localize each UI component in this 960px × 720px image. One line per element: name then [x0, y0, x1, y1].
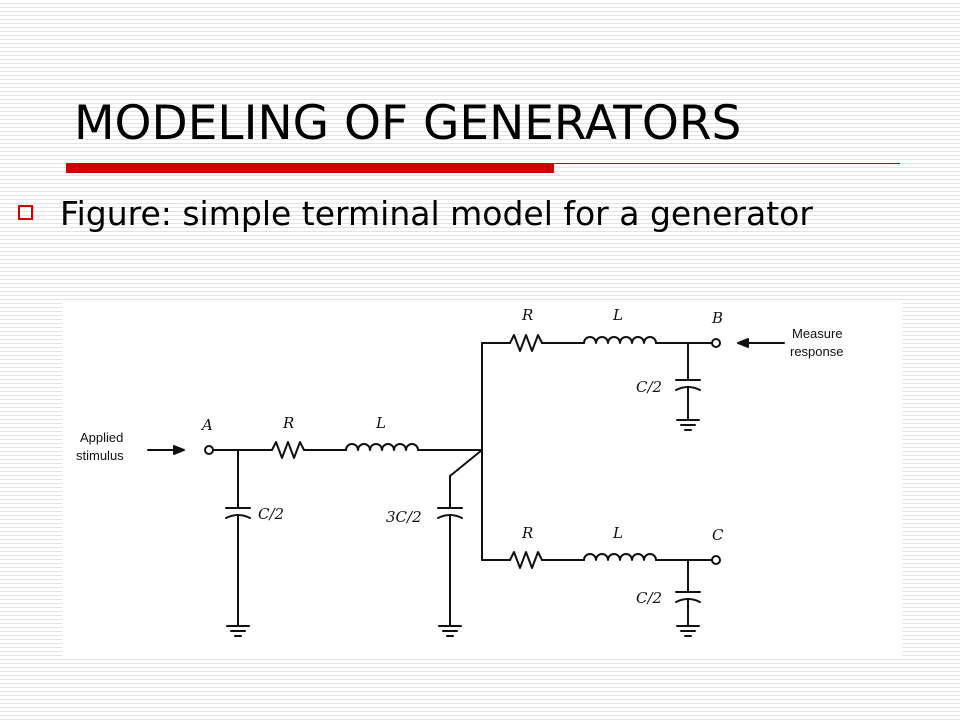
input-label-line2: stimulus	[76, 448, 124, 463]
label-l-lower: L	[612, 524, 623, 542]
resistor-upper	[509, 334, 543, 352]
label-c-upper: C/2	[636, 378, 662, 396]
circuit-figure: Applied stimulus Measure response A B C …	[62, 300, 902, 656]
slide-title: MODELING OF GENERATORS	[74, 96, 742, 151]
label-c-mid: 3C/2	[386, 508, 422, 526]
label-l-main: L	[375, 414, 386, 432]
bullet-text: Figure: simple terminal model for a gene…	[60, 194, 813, 233]
node-label-b: B	[711, 309, 723, 327]
terminal-a	[204, 445, 214, 455]
resistor-main	[271, 441, 305, 459]
label-r-upper: R	[521, 306, 533, 324]
output-label-line2: response	[790, 344, 843, 359]
title-underline-thin	[554, 163, 900, 164]
node-label-a: A	[200, 416, 213, 434]
output-arrow-icon	[737, 338, 785, 348]
terminal-b	[711, 338, 721, 348]
resistor-lower	[509, 551, 543, 569]
inductor-upper	[583, 336, 657, 344]
main-line	[212, 441, 483, 459]
title-underline	[66, 163, 554, 173]
label-c-lower: C/2	[636, 589, 662, 607]
bullet-square-icon	[18, 205, 33, 220]
output-label-line1: Measure	[792, 326, 843, 341]
capacitor-input	[225, 449, 251, 637]
input-arrow-icon	[147, 445, 185, 455]
label-r-main: R	[282, 414, 294, 432]
lower-branch	[481, 551, 713, 637]
inductor-main	[345, 443, 419, 451]
label-c-input: C/2	[258, 505, 284, 523]
upper-branch	[481, 334, 713, 431]
label-l-upper: L	[612, 306, 623, 324]
circuit-diagram: Applied stimulus Measure response A B C …	[76, 306, 843, 637]
capacitor-mid	[437, 449, 483, 637]
terminal-c	[711, 555, 721, 565]
node-label-c: C	[712, 526, 724, 544]
label-r-lower: R	[521, 524, 533, 542]
inductor-lower	[583, 553, 657, 561]
input-label-line1: Applied	[80, 430, 123, 445]
